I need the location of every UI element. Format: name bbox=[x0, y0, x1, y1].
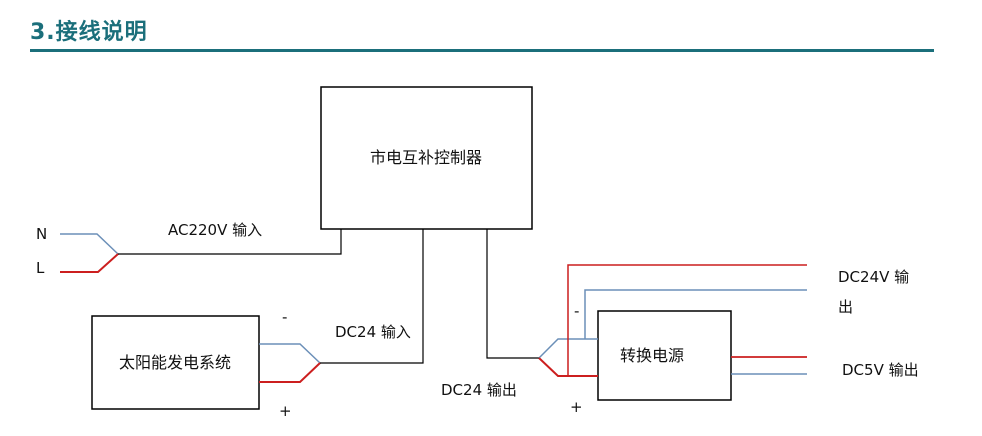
wire-dc24v-red bbox=[567, 264, 807, 376]
solar-box bbox=[91, 315, 260, 410]
label-ac-input: AC220V 输入 bbox=[168, 221, 262, 239]
wire-solar-to-controller bbox=[320, 229, 424, 364]
label-solar-minus: - bbox=[282, 308, 287, 326]
wire-dc24v-blue bbox=[584, 289, 807, 339]
label-l: L bbox=[36, 259, 45, 277]
label-dc24-output: DC24 输出 bbox=[441, 381, 517, 399]
converter-input-wires bbox=[486, 229, 598, 377]
solar-label: 太阳能发电系统 bbox=[119, 353, 231, 372]
wire-l bbox=[60, 253, 119, 273]
label-dc5v-output: DC5V 输出 bbox=[842, 361, 919, 379]
title-underline bbox=[30, 49, 934, 52]
label-converter-minus: - bbox=[574, 302, 579, 320]
dc24v-output-wires bbox=[567, 264, 807, 376]
wire-conv-plus bbox=[538, 357, 598, 377]
label-n: N bbox=[36, 225, 47, 243]
ac-input-wires bbox=[60, 229, 342, 273]
label-solar-plus: + bbox=[279, 402, 292, 420]
section-title: 3.接线说明 bbox=[30, 20, 148, 45]
controller-label: 市电互补控制器 bbox=[370, 148, 482, 167]
dc5v-output-wires bbox=[731, 356, 807, 375]
wire-n bbox=[60, 233, 119, 255]
label-dc24v-output-2: 出 bbox=[838, 298, 853, 316]
label-dc24v-output-1: DC24V 输 bbox=[838, 268, 909, 286]
solar-wires bbox=[259, 229, 424, 383]
wire-solar-minus bbox=[259, 343, 321, 364]
wire-solar-plus bbox=[259, 362, 321, 383]
wire-ac-to-controller bbox=[118, 229, 342, 255]
controller-box bbox=[320, 86, 533, 230]
converter-label: 转换电源 bbox=[620, 346, 684, 365]
converter-box bbox=[597, 310, 732, 401]
label-dc24-input: DC24 输入 bbox=[335, 323, 411, 341]
label-converter-plus: + bbox=[570, 398, 583, 416]
wire-controller-to-converter bbox=[486, 229, 539, 359]
